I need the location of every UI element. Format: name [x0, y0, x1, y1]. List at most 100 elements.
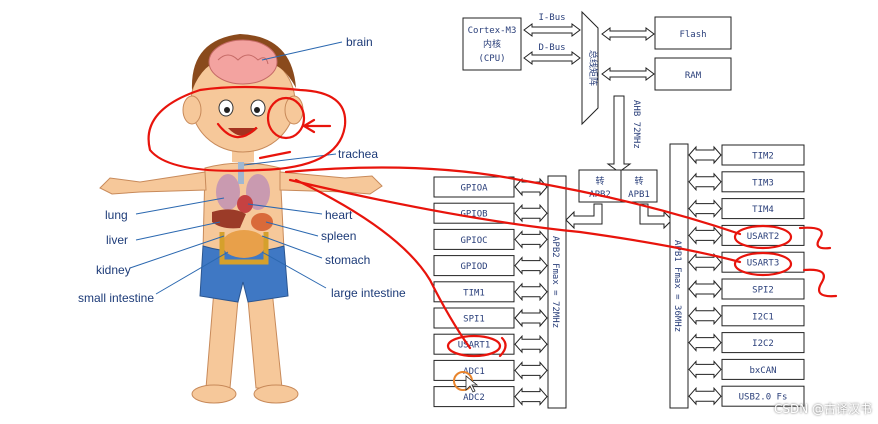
- ear-circle-annotation: [266, 96, 306, 140]
- bus-connector-arrow: [514, 387, 548, 406]
- peripheral-label: USART3: [747, 259, 780, 269]
- cpu-box: [462, 17, 522, 71]
- flash-label: Flash: [679, 30, 706, 40]
- apb2-peripheral-gpiod: GPIOD: [433, 255, 548, 277]
- apb1-peripheral-tim4: TIM4: [688, 198, 805, 220]
- bus-connector-arrow: [688, 226, 722, 245]
- apb1-peripheral-tim2: TIM2: [688, 144, 805, 166]
- peripheral-label: TIM4: [752, 205, 774, 215]
- usart2-squiggle: [798, 226, 832, 250]
- cpu-label-line2: 内核: [483, 38, 501, 50]
- apb2-bridge: [578, 169, 622, 203]
- peripheral-label: GPIOB: [460, 210, 487, 220]
- bus-connector-arrow: [514, 230, 548, 249]
- apb1-peripheral-bxcan: bxCAN: [688, 358, 805, 380]
- peripheral-label: bxCAN: [749, 366, 776, 376]
- organ-labels: brain trachea lung heart liver spleen ki…: [78, 35, 406, 305]
- mcu-block-diagram: Cortex-M3 内核 (CPU) I-Bus D-Bus 总线矩阵 Flas…: [433, 10, 805, 409]
- peripheral-label: GPIOC: [460, 236, 487, 246]
- apb1-peripheral-tim3: TIM3: [688, 171, 805, 193]
- peripheral-label: USART2: [747, 232, 780, 242]
- peripheral-box: [721, 278, 805, 300]
- peripheral-box: [721, 385, 805, 407]
- cpu-label-line3: (CPU): [478, 54, 505, 64]
- line-to-usart3: [288, 178, 742, 264]
- apb1-bridge-top: 转: [634, 175, 643, 187]
- ahb-arrow: [606, 95, 632, 173]
- peripheral-box: [433, 176, 515, 198]
- peripheral-label: ADC2: [463, 393, 485, 403]
- apb1-bus: [669, 143, 689, 409]
- ram-label: RAM: [685, 71, 702, 81]
- ibus-arrow: [523, 23, 581, 37]
- dbus-arrow: [523, 51, 581, 65]
- bus-connector-arrow: [688, 199, 722, 218]
- bus-connector-arrow: [514, 282, 548, 302]
- line-to-usart2: [284, 166, 742, 236]
- apb2-peripheral-tim1: TIM1: [433, 281, 548, 303]
- bus-connector-arrow: [688, 252, 722, 272]
- bus-connector-arrow: [688, 333, 722, 352]
- peripheral-box: [721, 332, 805, 354]
- ibus-label: I-Bus: [538, 13, 565, 23]
- small-intestine-label: small intestine: [78, 291, 154, 305]
- usart1-tick: [498, 336, 507, 358]
- bus-connector-arrow: [688, 145, 722, 165]
- bus-connector-arrow: [688, 172, 722, 192]
- large-intestine-label: large intestine: [331, 286, 406, 300]
- usart3-squiggle: [802, 268, 838, 298]
- peripheral-label: TIM1: [463, 288, 485, 298]
- bus-matrix-label: 总线矩阵: [587, 50, 599, 86]
- apb1-peripheral-i2c2: I2C2: [688, 332, 805, 354]
- peripheral-box: [433, 255, 515, 277]
- peripheral-box: [721, 171, 805, 193]
- dbus-label: D-Bus: [538, 43, 565, 53]
- red-annotations: [147, 85, 838, 358]
- lung-label: lung: [105, 208, 128, 222]
- bus-connector-arrow: [514, 334, 548, 354]
- cpu-label-line1: Cortex-M3: [468, 26, 517, 36]
- peripheral-box: [721, 144, 805, 166]
- apb1-bridge-bottom: APB1: [628, 190, 650, 200]
- usart2-circle-annotation: [733, 224, 793, 250]
- peripheral-label: I2C2: [752, 339, 774, 349]
- usart1-circle-annotation: [446, 334, 502, 358]
- bus-connector-arrow: [688, 360, 722, 379]
- apb1-peripheral-list: TIM2TIM3TIM4USART2USART3SPI2I2C1I2C2bxCA…: [688, 144, 805, 407]
- apb1-peripheral-usb2-0-fs: USB2.0 Fs: [688, 385, 805, 407]
- bus-connector-arrow: [514, 361, 548, 380]
- peripheral-label: USART1: [458, 341, 491, 351]
- apb2-bus: [547, 175, 567, 409]
- peripheral-label: SPI1: [463, 315, 485, 325]
- heart-label: heart: [325, 208, 353, 222]
- bus-connector-arrow: [514, 308, 548, 328]
- peripheral-label: GPIOA: [460, 184, 488, 194]
- line-to-usart1: [294, 178, 472, 350]
- peripheral-label: GPIOD: [460, 262, 487, 272]
- peripheral-label: TIM2: [752, 152, 774, 162]
- mouse-cursor-icon: [465, 375, 479, 393]
- apb2-peripheral-list: GPIOA GPIOB GPIOC GPIOD TIM1SPI1USART1ADC1AD…: [433, 176, 548, 408]
- bus-connector-arrow: [688, 306, 722, 326]
- apb2-peripheral-gpioc: GPIOC: [433, 228, 548, 250]
- peripheral-label: ADC1: [463, 367, 485, 377]
- apb2-peripheral-gpioa: GPIOA: [433, 176, 548, 198]
- bus-matrix: [581, 10, 599, 126]
- peripheral-box: [721, 305, 805, 327]
- peripheral-box: [721, 198, 805, 220]
- apb2-bus-label: APB2 Fmax = 72MHz: [550, 236, 560, 328]
- apb2-peripheral-adc2: ADC2: [433, 386, 548, 408]
- peripheral-label: TIM3: [752, 178, 774, 188]
- peripheral-box: [433, 386, 515, 408]
- neck-mark-annotation: [258, 150, 292, 160]
- brain-label: brain: [346, 35, 373, 49]
- mouth-annotation: [216, 122, 258, 139]
- apb1-peripheral-i2c1: I2C1: [688, 305, 805, 327]
- bus-connector-arrow: [514, 256, 548, 275]
- peripheral-box: [433, 202, 515, 224]
- peripheral-box: [433, 281, 515, 303]
- peripheral-label: USB2.0 Fs: [739, 393, 788, 403]
- bus-connector-arrow: [688, 386, 722, 406]
